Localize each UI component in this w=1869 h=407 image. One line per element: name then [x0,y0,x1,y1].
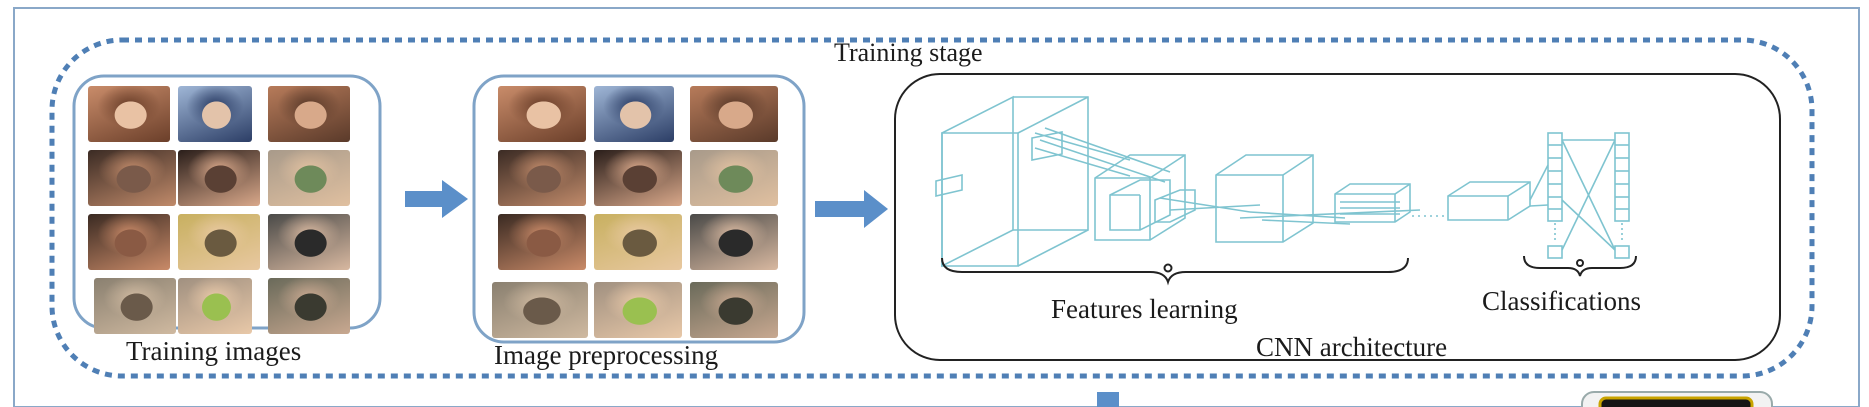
image-preprocessing-label: Image preprocessing [494,340,719,370]
face-photo [268,278,350,334]
classifications-label: Classifications [1482,286,1641,316]
monitor-icon [1581,391,1773,407]
training-stage-region [49,37,1815,379]
face-photo [690,282,778,338]
face-photo [94,278,176,334]
face-photo [178,86,252,142]
face-photo [690,150,778,206]
face-photo [498,214,586,270]
face-photo [492,282,588,338]
face-photo [498,86,586,142]
training-stage-label: Training stage [834,38,983,67]
face-photo [690,214,778,270]
face-photo [88,86,170,142]
face-photo [268,86,350,142]
features-learning-label: Features learning [1051,294,1238,324]
arrow-right-icon-2 [815,190,888,228]
face-photo [178,278,252,334]
face-photo [88,214,170,270]
face-photo [594,214,682,270]
arrow-right-icon [405,180,468,218]
face-photo [594,282,682,338]
cnn-architecture-label: CNN architecture [1256,332,1448,362]
face-photo [178,150,260,206]
face-photo [498,150,586,206]
face-photo [178,214,260,270]
training-images-label: Training images [126,336,302,366]
face-photo [268,214,350,270]
face-photo [88,150,176,206]
face-photo [690,86,778,142]
classifications-brace [1523,255,1637,277]
face-photo [594,150,682,206]
face-photo [594,86,674,142]
down-connector-stub [1097,392,1119,407]
face-photo [268,150,350,206]
outer-frame [13,7,1860,407]
features-brace [941,257,1409,286]
image-preprocessing-panel [472,74,806,344]
cnn-diagram [935,95,1630,268]
